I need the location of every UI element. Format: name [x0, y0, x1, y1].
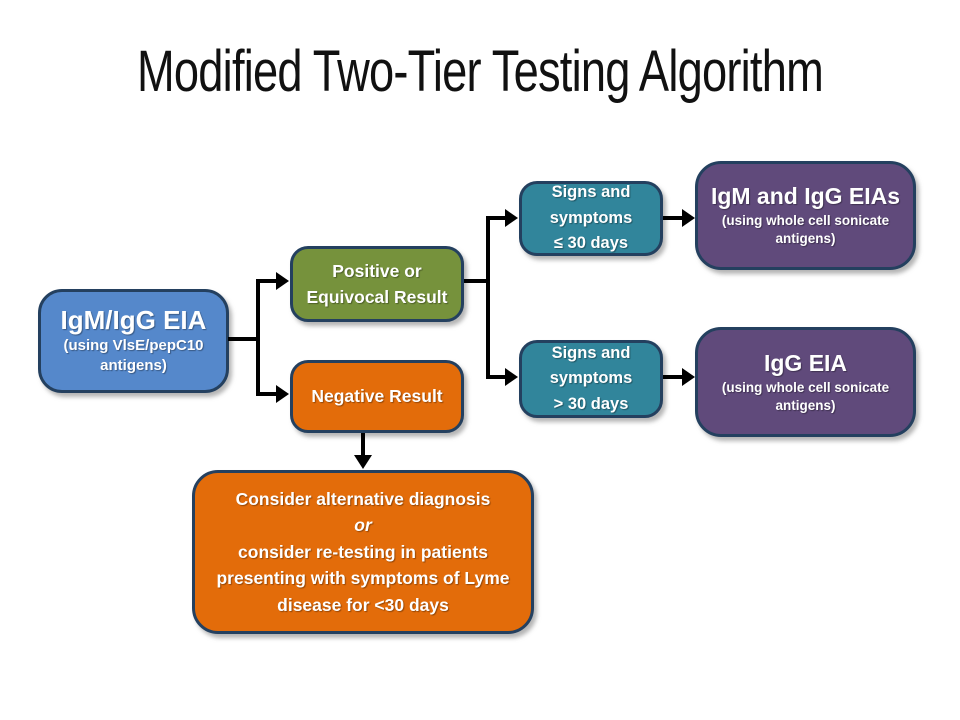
node-consider-alternative: Consider alternative diagnosis or consid…	[192, 470, 534, 634]
node-consider-line5: disease for <30 days	[277, 594, 449, 615]
node-early-signs-line2: symptoms	[549, 208, 633, 227]
arrowhead-early-to-igm-igg-icon	[682, 209, 695, 227]
node-consider-line1: Consider alternative diagnosis	[235, 488, 491, 509]
node-initial-test-detail-line2: antigens)	[100, 356, 167, 374]
node-early-signs-line3: ≤ 30 days	[553, 234, 629, 253]
arrowhead-to-late-signs-icon	[505, 368, 518, 386]
node-positive-result-line2: Equivocal Result	[306, 287, 448, 307]
node-igm-igg-eias: IgM and IgG EIAs (using whole cell sonic…	[695, 161, 916, 270]
arrowhead-to-early-signs-icon	[505, 209, 518, 227]
connector-to-early-signs	[486, 216, 506, 220]
arrowhead-late-to-igg-icon	[682, 368, 695, 386]
page-title: Modified Two-Tier Testing Algorithm	[137, 39, 824, 104]
node-negative-result-label: Negative Result	[311, 386, 443, 407]
connector-positive-branch-vertical	[486, 216, 490, 379]
node-consider-line4: presenting with symptoms of Lyme	[216, 568, 510, 589]
node-positive-result: Positive or Equivocal Result	[290, 246, 464, 322]
node-early-signs: Signs and symptoms ≤ 30 days	[519, 181, 663, 256]
arrowhead-to-negative-icon	[276, 385, 289, 403]
node-igg-eia-detail-line1: (using whole cell sonicate	[721, 379, 890, 395]
node-late-signs: Signs and symptoms > 30 days	[519, 340, 663, 418]
node-igg-eia-name: IgG EIA	[763, 349, 848, 376]
connector-negative-to-consider	[361, 433, 365, 456]
node-negative-result: Negative Result	[290, 360, 464, 433]
node-initial-test-detail-line1: (using VlsE/pepC10	[63, 336, 204, 354]
connector-early-to-igm-igg	[663, 216, 683, 220]
node-igm-igg-eias-name: IgM and IgG EIAs	[710, 183, 901, 210]
node-igg-eia: IgG EIA (using whole cell sonicate antig…	[695, 327, 916, 437]
arrowhead-negative-to-consider-icon	[354, 455, 372, 469]
node-initial-test-name: IgM/IgG EIA	[60, 304, 207, 335]
node-consider-line3: consider re-testing in patients	[238, 541, 488, 562]
node-late-signs-line3: > 30 days	[553, 394, 629, 413]
node-late-signs-line2: symptoms	[549, 369, 633, 388]
node-positive-result-line1: Positive or	[332, 260, 422, 281]
node-igg-eia-detail-line2: antigens)	[775, 397, 836, 413]
node-igm-igg-eias-detail-line1: (using whole cell sonicate	[721, 213, 890, 229]
node-early-signs-line1: Signs and	[551, 183, 631, 202]
node-igm-igg-eias-detail-line2: antigens)	[775, 231, 836, 247]
connector-to-late-signs	[486, 375, 506, 379]
connector-to-negative	[256, 392, 277, 396]
node-initial-test: IgM/IgG EIA (using VlsE/pepC10 antigens)	[38, 289, 229, 393]
node-late-signs-line1: Signs and	[551, 343, 631, 362]
connector-to-positive	[256, 279, 277, 283]
node-consider-line2: or	[354, 515, 372, 536]
connector-initial-branch-vertical	[256, 279, 260, 396]
connector-initial-out	[228, 337, 259, 341]
arrowhead-to-positive-icon	[276, 272, 289, 290]
connector-late-to-igg	[663, 375, 683, 379]
connector-positive-out	[464, 279, 490, 283]
